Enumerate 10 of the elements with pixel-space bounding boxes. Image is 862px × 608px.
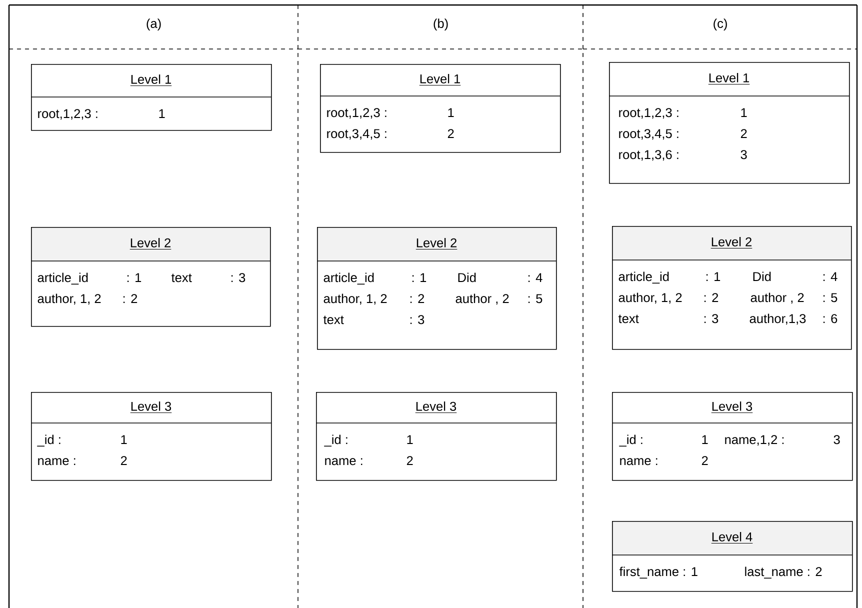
level-box: Level 4 first_name : 1 last_name : 2 <box>612 521 853 592</box>
level-box: Level 3 _id : 1 name : 2 <box>30 392 272 481</box>
level-box: Level 2 article_id : 1 Did : 4 author, 1, 2 : 2 author , 2 : 5 text : 3 author,1,3 : 6 <box>612 226 852 350</box>
level-box: Level 2 article_id : 1 Did : 4 author, 1, 2 : 2 author , 2 : 5 text : 3 <box>316 227 557 350</box>
level-box: Level 1 root,1,2,3 : 1 root,3,4,5 : 2 <box>320 64 561 153</box>
level-box: Level 3 _id : 1 name : 2 <box>316 392 557 481</box>
level-box: Level 2 article_id : 1 text : 3 author, 1, 2 : 2 <box>30 227 271 327</box>
level-box: Level 1 root,1,2,3 : 1 root,3,4,5 : 2 root,1,3,6 : 3 <box>608 62 850 184</box>
level-box: Level 1 root,1,2,3 : 1 <box>30 64 272 131</box>
level-box: Level 3 _id : 1 name,1,2 : 3 name : 2 <box>612 392 853 481</box>
